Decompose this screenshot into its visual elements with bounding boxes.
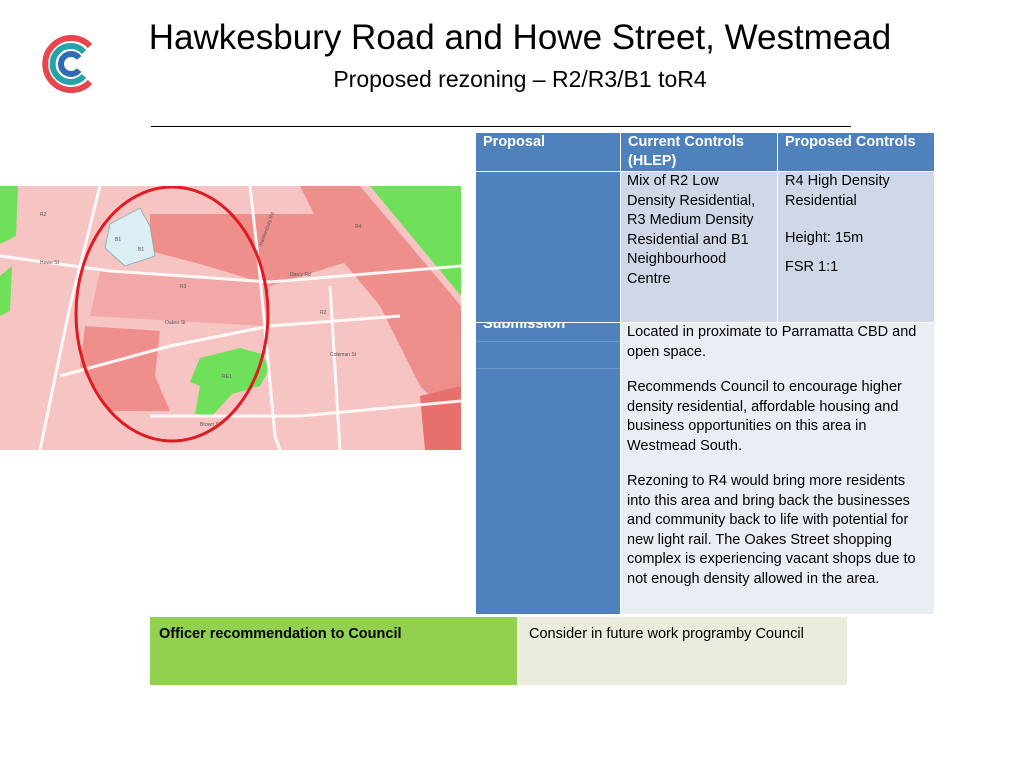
- submission-label-cell: Submission: [476, 323, 620, 614]
- current-controls-cell: Mix of R2 Low Density Residential, R3 Me…: [621, 172, 777, 322]
- road-west: [38, 186, 102, 450]
- title-divider: [151, 126, 851, 127]
- proposed-zone: R4 High Density Residential: [785, 173, 890, 209]
- re1-park: [190, 348, 270, 416]
- map-zone-label-r2a: R2: [320, 310, 327, 316]
- r4-zone-top: [150, 214, 350, 286]
- header-current-controls: Current Controls (HLEP): [621, 133, 777, 171]
- submission-text-cell: Located in proximate to Parramatta CBD a…: [621, 323, 934, 614]
- road-howe-st: [0, 254, 461, 284]
- map-street-darcy: Darcy Rd: [290, 272, 311, 278]
- b1-zone: [104, 207, 156, 267]
- map-zone-label-r3: R3: [180, 284, 187, 290]
- highlight-ellipse: [74, 186, 270, 443]
- submission-divider: [476, 341, 620, 342]
- submission-paragraph-2: Recommends Council to encourage higher d…: [627, 379, 902, 454]
- map-street-brown: Brown St: [200, 422, 221, 428]
- officer-recommendation-label: Officer recommendation to Council: [150, 617, 517, 685]
- map-street-coleman: Coleman St: [330, 352, 357, 358]
- submission-label: Submission: [483, 323, 566, 332]
- proposal-cell: [476, 172, 620, 322]
- road-east: [328, 285, 342, 450]
- officer-recommendation-text: Consider in future work programby Counci…: [517, 617, 847, 685]
- proposed-height: Height: 15m: [785, 230, 864, 246]
- submission-paragraph-3: Rezoning to R4 would bring more resident…: [627, 473, 916, 587]
- map-zone-label-b1a: B1: [115, 237, 121, 243]
- proposed-fsr: FSR 1:1: [785, 258, 839, 275]
- submission-paragraph-1: Located in proximate to Parramatta CBD a…: [627, 324, 917, 360]
- page-subtitle: Proposed rezoning – R2/R3/B1 toR4: [333, 66, 707, 92]
- road-coleman-st: [59, 314, 401, 378]
- map-zone-label-b1b: B1: [138, 247, 144, 253]
- map-street-oakes: Oakes St: [165, 320, 186, 326]
- header-proposed-controls: Proposed Controls: [778, 133, 934, 171]
- page-title: Hawkesbury Road and Howe Street, Westmea…: [148, 18, 892, 57]
- map-zone-label-r4: R4: [355, 224, 362, 230]
- submission-divider-2: [476, 368, 620, 369]
- r4-zone-southeast: [420, 386, 461, 450]
- r3-zone: [90, 271, 270, 326]
- map-zone-label-r2b: R2: [40, 212, 47, 218]
- proposed-controls-cell: R4 High Density Residential Height: 15m …: [778, 172, 934, 322]
- map-street-howe: Howe St: [40, 260, 60, 266]
- road-hawkesbury-rd: [248, 186, 282, 450]
- r4-zone-southwest: [80, 326, 170, 411]
- map-zone-label-re1: RE1: [222, 374, 232, 380]
- road-south: [150, 399, 461, 418]
- council-logo-icon: [42, 35, 93, 93]
- open-space-left: [0, 186, 18, 244]
- r4-zone-east: [300, 186, 461, 426]
- open-space-left-2: [0, 266, 12, 316]
- zoning-map: B1 B1 R3 R2 R2 RE1 R4 Howe St Hawkesbury…: [0, 186, 461, 450]
- header-proposal: Proposal: [476, 133, 620, 171]
